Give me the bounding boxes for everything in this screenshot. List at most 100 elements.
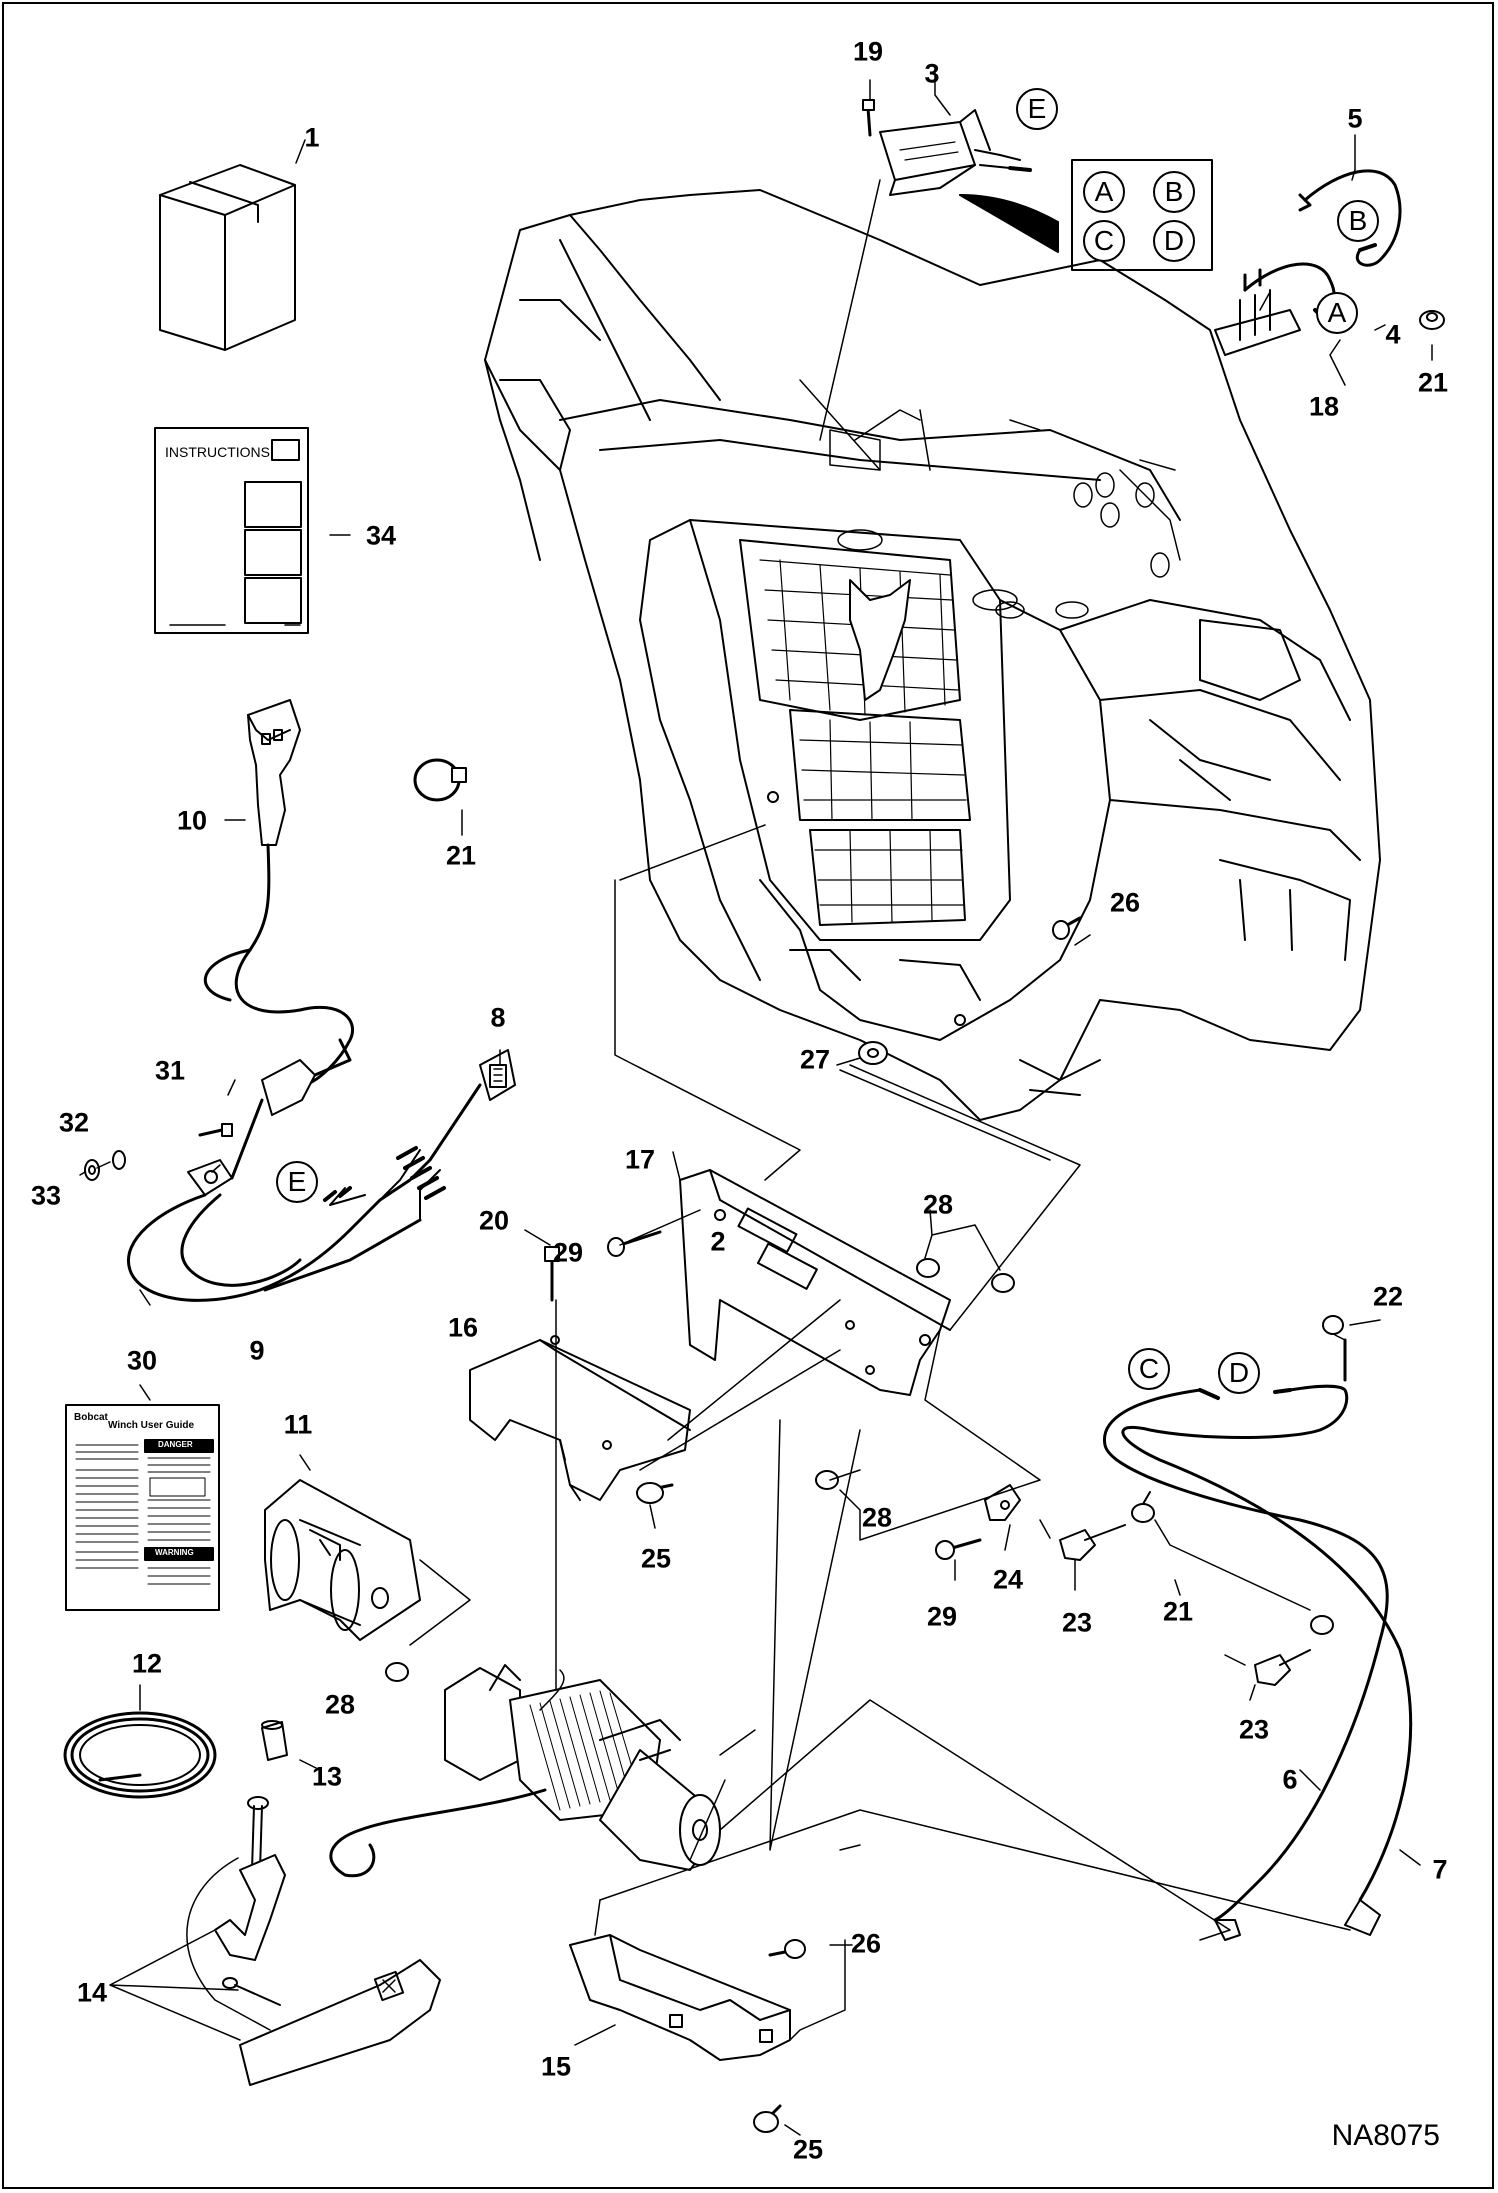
- part-bracket-16: [469, 1335, 691, 1501]
- callout-10: 10: [176, 805, 208, 836]
- part-fairlead-11: [264, 1479, 421, 1641]
- part-bolt-29-lower: [935, 1538, 982, 1560]
- callout-27: 27: [799, 1044, 831, 1075]
- part-user-guide: [65, 1404, 220, 1611]
- connector-e-harness: E: [276, 1161, 318, 1203]
- part-bolt-20: [544, 1246, 560, 1302]
- connector-d-cable: D: [1218, 1352, 1260, 1394]
- part-instructions-sheet: [154, 427, 309, 634]
- instructions-title: INSTRUCTIONS: [165, 444, 270, 460]
- callout-17: 17: [624, 1144, 656, 1175]
- part-bolt-29-top: [607, 1230, 662, 1257]
- callout-9: 9: [249, 1335, 265, 1366]
- part-screw-31: [198, 1123, 233, 1137]
- callout-22: 22: [1372, 1281, 1404, 1312]
- callout-20: 20: [478, 1205, 510, 1236]
- part-tie-21-left: [1131, 1491, 1155, 1523]
- part-nut-33: [84, 1159, 100, 1181]
- callout-11: 11: [283, 1409, 313, 1440]
- callout-23-left: 23: [1061, 1607, 1093, 1638]
- part-nut-28-left: [385, 1662, 409, 1682]
- part-box: [159, 164, 296, 351]
- callout-23-right: 23: [1238, 1714, 1270, 1745]
- part-cable-tie: [413, 758, 467, 802]
- connector-b-key: B: [1153, 171, 1195, 213]
- part-bolt-25-lower: [753, 2104, 782, 2133]
- part-rope-12: [63, 1711, 217, 1799]
- callout-5: 5: [1347, 103, 1363, 134]
- part-bracket-15: [569, 1934, 791, 2061]
- part-nut-28-top: [916, 1258, 1015, 1293]
- callout-28-top: 28: [922, 1189, 954, 1220]
- connector-a-cable: A: [1316, 292, 1358, 334]
- part-battery-cable-5: [1298, 169, 1402, 267]
- part-washer-27: [858, 1041, 888, 1065]
- callout-19: 19: [852, 36, 884, 67]
- connector-d-key: D: [1153, 220, 1195, 262]
- connector-e-relay: E: [1016, 88, 1058, 130]
- connector-b-cable: B: [1337, 200, 1379, 242]
- callout-26-upper: 26: [1109, 887, 1141, 918]
- part-clamp-24: [984, 1484, 1021, 1521]
- part-hook-kit-14: [214, 1796, 441, 2086]
- machine-front-body: [484, 189, 1381, 1121]
- callout-8: 8: [490, 1002, 506, 1033]
- callout-21-top: 21: [1417, 367, 1449, 398]
- callout-4: 4: [1385, 319, 1401, 350]
- callout-25-lower: 25: [792, 2134, 824, 2165]
- user-guide-brand: Bobcat: [74, 1412, 108, 1423]
- user-guide-danger: DANGER: [158, 1440, 193, 1449]
- part-terminal-block-18: [1214, 268, 1301, 356]
- part-mount-plate-17: [679, 1169, 951, 1396]
- part-cable-6: [1102, 1388, 1389, 1941]
- callout-29-lower: 29: [926, 1601, 958, 1632]
- part-screw-19: [862, 99, 875, 137]
- part-nut-28-lower: [815, 1470, 839, 1490]
- part-cable-stop-13: [261, 1720, 288, 1761]
- callout-15: 15: [540, 2051, 572, 2082]
- callout-28-left: 28: [324, 1689, 356, 1720]
- part-clip-23-left: [1059, 1524, 1126, 1561]
- connector-c-cable: C: [1128, 1348, 1170, 1390]
- callout-21-lower: 21: [1162, 1596, 1194, 1627]
- callout-16: 16: [447, 1312, 479, 1343]
- part-bolt-26-upper: [1052, 916, 1082, 940]
- part-bolt-25-mid: [636, 1482, 674, 1504]
- callout-28-lower: 28: [861, 1502, 893, 1533]
- part-tie-21-right: [1310, 1615, 1334, 1635]
- callout-2: 2: [710, 1226, 726, 1257]
- callout-3: 3: [924, 58, 940, 89]
- connector-a-key: A: [1083, 171, 1125, 213]
- user-guide-warning: WARNING: [155, 1548, 194, 1557]
- callout-18: 18: [1308, 391, 1340, 422]
- callout-14: 14: [76, 1977, 108, 2008]
- part-cable-7: [1121, 1338, 1413, 1936]
- connector-key-box: [1071, 159, 1213, 271]
- callout-29-top: 29: [552, 1237, 584, 1268]
- part-nut-21-top: [1419, 310, 1445, 330]
- part-washer-32: [112, 1150, 126, 1170]
- part-wiring-harness: [127, 1038, 516, 1302]
- part-winch-2: [329, 1664, 721, 1878]
- callout-24: 24: [992, 1564, 1024, 1595]
- callout-6: 6: [1282, 1764, 1298, 1795]
- callout-34: 34: [365, 520, 397, 551]
- connector-c-key: C: [1083, 220, 1125, 262]
- part-nut-22: [1322, 1315, 1344, 1335]
- callout-26-lower: 26: [850, 1928, 882, 1959]
- figure-id: NA8075: [1331, 2119, 1440, 2152]
- callout-32: 32: [58, 1107, 90, 1138]
- callout-30: 30: [126, 1345, 158, 1376]
- callout-13: 13: [311, 1761, 343, 1792]
- callout-31: 31: [154, 1055, 186, 1086]
- callout-25-mid: 25: [640, 1543, 672, 1574]
- callout-33: 33: [30, 1180, 62, 1211]
- assembly-leader-lines: [79, 69, 1433, 2136]
- part-relay-box: [879, 109, 1032, 196]
- callout-12: 12: [131, 1648, 163, 1679]
- part-bolt-26-lower: [768, 1939, 806, 1959]
- part-clip-23-right: [1254, 1649, 1311, 1686]
- callout-7: 7: [1432, 1854, 1448, 1885]
